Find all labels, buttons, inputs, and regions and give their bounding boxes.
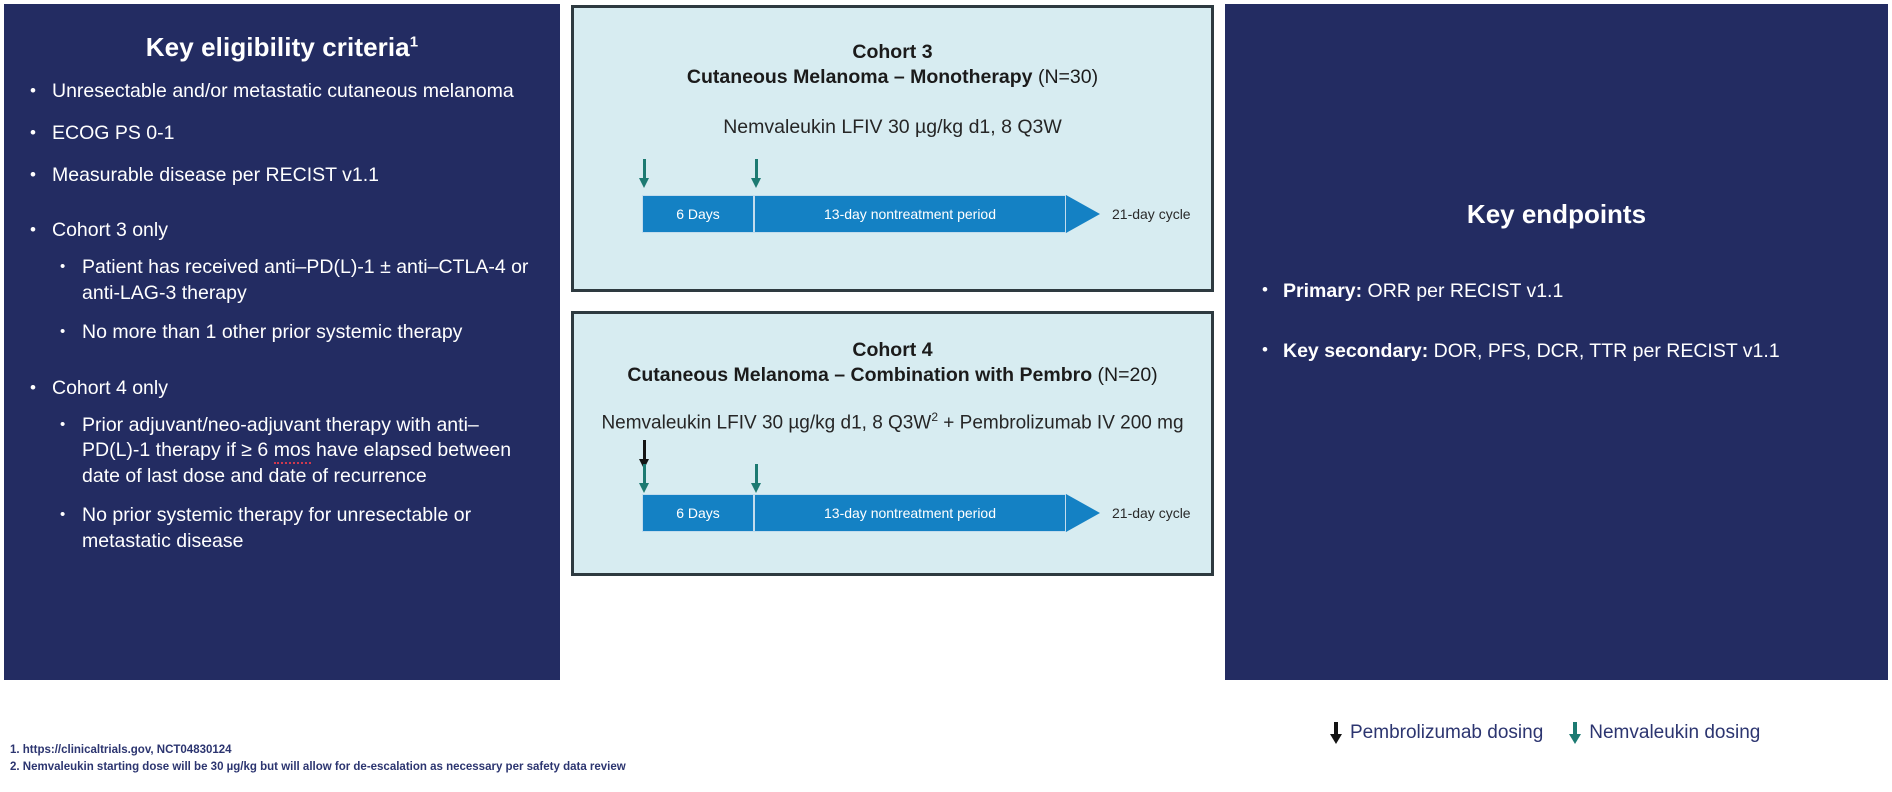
cohort-3-segment-nontreatment: 13-day nontreatment period <box>754 195 1066 233</box>
eligibility-cohort4-sub-0-pre: Prior adjuvant/neo-adjuvant therapy with… <box>82 413 479 462</box>
endpoint-secondary: Key secondary: DOR, PFS, DCR, TTR per RE… <box>1255 337 1858 364</box>
eligibility-title-text: Key eligibility criteria <box>145 32 410 62</box>
eligibility-item-1-label: ECOG PS 0-1 <box>52 122 175 144</box>
cohort-4-n-count: (N=20) <box>1097 364 1158 386</box>
eligibility-item-0: Unresectable and/or metastatic cutaneous… <box>22 78 542 104</box>
legend-item-pembrolizumab: Pembrolizumab dosing <box>1330 722 1543 744</box>
eligibility-cohort4-sub-0-post: have elapsed between date of last dose a… <box>82 439 512 487</box>
cohort-4-timeline: 6 Days 13-day nontreatment period 21-day… <box>574 440 1211 536</box>
cohort-4-cycle-label: 21-day cycle <box>1112 505 1191 522</box>
eligibility-cohort3-sub-1: No more than 1 other prior systemic ther… <box>52 319 542 346</box>
eligibility-cohort3-group: Cohort 3 only Patient has received anti–… <box>22 217 542 346</box>
arrow-head <box>1569 734 1582 744</box>
endpoint-secondary-value: DOR, PFS, DCR, TTR per RECIST v1.1 <box>1428 340 1780 362</box>
eligibility-cohort3-sub-1-label: No more than 1 other prior systemic ther… <box>82 321 463 343</box>
eligibility-item-2-label: Measurable disease per RECIST v1.1 <box>52 164 379 186</box>
cohort-4-regimen-footnote-marker: 2 <box>931 410 938 424</box>
eligibility-cohort3-sub-0-label: Patient has received anti–PD(L)-1 ± anti… <box>82 256 529 304</box>
cohort-4-heading: Cohort 4 Cutaneous Melanoma – Combinatio… <box>574 338 1211 388</box>
legend-label-pembrolizumab: Pembrolizumab dosing <box>1350 722 1544 743</box>
legend-item-nemvaleukin: Nemvaleukin dosing <box>1569 722 1760 744</box>
cohort-3-regimen: Nemvaleukin LFIV 30 µg/kg d1, 8 Q3W <box>723 116 1062 138</box>
nemvaleukin-arrow-icon <box>1569 722 1582 744</box>
nemvaleukin-dose-arrow-d1 <box>638 464 652 494</box>
nemvaleukin-dose-arrow-d8 <box>750 464 764 494</box>
arrow-shaft <box>643 440 646 462</box>
cohort-4-regimen: Nemvaleukin LFIV 30 µg/kg d1, 8 Q3W2 + P… <box>574 410 1211 434</box>
eligibility-cohort3-sublist: Patient has received anti–PD(L)-1 ± anti… <box>52 254 542 346</box>
eligibility-title-footnote-marker: 1 <box>409 33 419 51</box>
endpoint-primary-label: Primary: <box>1283 280 1363 302</box>
cohort-3-name: Cohort 3 <box>852 41 933 63</box>
footnote-2: 2. Nemvaleukin starting dose will be 30 … <box>10 761 626 773</box>
endpoint-primary: Primary: ORR per RECIST v1.1 <box>1255 277 1858 304</box>
key-endpoints-panel: Key endpoints Primary: ORR per RECIST v1… <box>1225 4 1888 680</box>
cohort-4-bar-arrowhead <box>1066 494 1100 533</box>
arrow-shaft <box>643 159 646 180</box>
cohort-4-subtitle: Cutaneous Melanoma – Combination with Pe… <box>627 364 1093 386</box>
cohort-4-subtitle-row: Cutaneous Melanoma – Combination with Pe… <box>574 363 1211 388</box>
eligibility-panel-title: Key eligibility criteria1 <box>22 32 542 63</box>
dosing-legend: Pembrolizumab dosing Nemvaleukin dosing <box>1330 722 1760 744</box>
eligibility-cohort4-sub-0: Prior adjuvant/neo-adjuvant therapy with… <box>52 412 542 490</box>
eligibility-bullet-list: Unresectable and/or metastatic cutaneous… <box>22 78 542 555</box>
cohort-3-segment-treatment: 6 Days <box>642 195 754 233</box>
eligibility-item-0-label: Unresectable and/or metastatic cutaneous… <box>52 80 514 102</box>
endpoints-panel-title: Key endpoints <box>1466 199 1647 229</box>
cohort-3-heading: Cohort 3 Cutaneous Melanoma – Monotherap… <box>574 40 1211 90</box>
eligibility-cohort4-group: Cohort 4 only Prior adjuvant/neo-adjuvan… <box>22 375 542 555</box>
cohort-4-name: Cohort 4 <box>852 339 933 361</box>
eligibility-cohort4-sub-1-label: No prior systemic therapy for unresectab… <box>82 504 472 552</box>
arrow-head <box>751 178 761 188</box>
endpoint-secondary-label: Key secondary: <box>1283 340 1429 362</box>
cohort-4-regimen-pre: Nemvaleukin LFIV 30 µg/kg d1, 8 Q3W <box>601 412 932 434</box>
eligibility-criteria-panel: Key eligibility criteria1 Unresectable a… <box>4 4 560 680</box>
cohort-3-subtitle: Cutaneous Melanoma – Monotherapy <box>686 66 1033 88</box>
cohort-3-bar-arrowhead <box>1066 195 1100 233</box>
legend-label-nemvaleukin: Nemvaleukin dosing <box>1589 722 1761 743</box>
arrow-head <box>1330 734 1342 744</box>
arrow-shaft <box>755 159 758 180</box>
cohort-4-segment-nontreatment: 13-day nontreatment period <box>754 494 1066 533</box>
eligibility-cohort4-sub-1: No prior systemic therapy for unresectab… <box>52 502 542 554</box>
endpoints-list: Primary: ORR per RECIST v1.1 Key seconda… <box>1255 277 1858 364</box>
cohort-4-segment-treatment: 6 Days <box>642 494 754 533</box>
footnotes-block: 1. https://clinicaltrials.gov, NCT048301… <box>10 742 626 776</box>
eligibility-item-1: ECOG PS 0-1 <box>22 120 542 146</box>
cohort-3-cycle-label: 21-day cycle <box>1112 206 1191 222</box>
eligibility-cohort3-sub-0: Patient has received anti–PD(L)-1 ± anti… <box>52 254 542 306</box>
cohort-3-cycle-bar: 6 Days 13-day nontreatment period 21-day… <box>642 195 1191 233</box>
eligibility-cohort4-sublist: Prior adjuvant/neo-adjuvant therapy with… <box>52 412 542 555</box>
arrow-shaft <box>755 464 758 486</box>
nemvaleukin-dose-arrow-d1 <box>638 159 652 189</box>
eligibility-item-2: Measurable disease per RECIST v1.1 <box>22 162 542 188</box>
footnote-1: 1. https://clinicaltrials.gov, NCT048301… <box>10 744 232 756</box>
cohort-3-timeline: 6 Days 13-day nontreatment period 21-day… <box>574 153 1211 237</box>
pembrolizumab-arrow-icon <box>1330 722 1342 744</box>
cohort-4-cycle-bar: 6 Days 13-day nontreatment period 21-day… <box>642 494 1191 533</box>
arrow-head <box>639 178 649 188</box>
arrow-head <box>751 483 761 494</box>
eligibility-cohort4-label: Cohort 4 only <box>52 376 168 399</box>
nemvaleukin-dose-arrow-d8 <box>750 159 764 189</box>
cohort-3-n-count: (N=30) <box>1037 66 1099 88</box>
arrow-head <box>639 483 649 494</box>
cohort-4-panel: Cohort 4 Cutaneous Melanoma – Combinatio… <box>571 311 1214 576</box>
arrow-shaft <box>1573 722 1577 736</box>
cohort-3-panel: Cohort 3 Cutaneous Melanoma – Monotherap… <box>571 5 1214 292</box>
arrow-shaft <box>1334 722 1338 736</box>
arrow-shaft <box>643 464 646 486</box>
cohort-3-subtitle-row: Cutaneous Melanoma – Monotherapy (N=30) <box>574 65 1211 90</box>
endpoint-primary-value: ORR per RECIST v1.1 <box>1362 280 1564 302</box>
eligibility-cohort3-label: Cohort 3 only <box>52 219 168 241</box>
cohort-4-regimen-post: + Pembrolizumab IV 200 mg <box>938 412 1184 434</box>
eligibility-cohort4-sub-0-marked: mos <box>273 439 311 464</box>
